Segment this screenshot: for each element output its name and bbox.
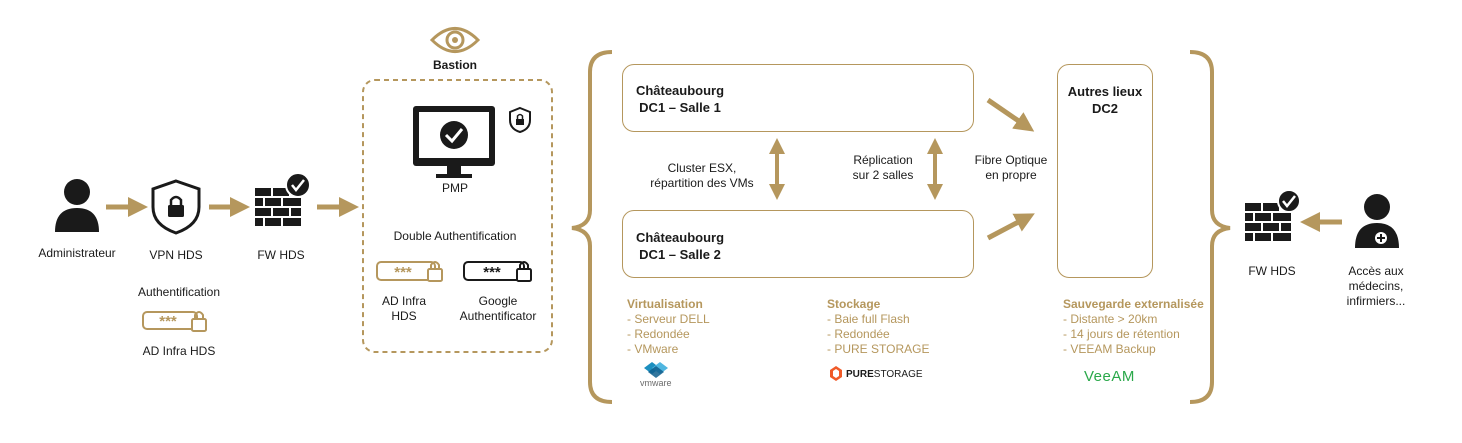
auth-title: Authentification	[137, 285, 221, 299]
double-auth-label: Double Authentification	[393, 229, 517, 243]
google-line2: Authentificator	[459, 309, 537, 323]
list-item: - VEEAM Backup	[1063, 342, 1156, 356]
dc1-salle1-line1: Châteaubourg	[635, 83, 725, 98]
dc1-salle2-title: Châteaubourg DC1 – Salle 2	[626, 229, 734, 263]
password-lock-icon: ***	[463, 261, 532, 282]
fibre-line2: en propre	[985, 168, 1037, 182]
pmp-label: PMP	[441, 181, 468, 195]
monitor-check-icon	[413, 106, 495, 178]
dc2-box	[1057, 64, 1153, 278]
dc2-title: Autres lieux DC2	[1057, 83, 1153, 117]
stockage-list: - Baie full Flash - Redondée - PURE STOR…	[827, 312, 929, 357]
ad-infra-line1: AD Infra	[381, 294, 426, 308]
list-item: - Redondée	[827, 327, 890, 341]
shield-lock-small-icon	[509, 106, 531, 134]
dc2-line2: DC2	[1091, 101, 1118, 116]
replication-line1: Réplication	[853, 153, 913, 167]
list-item: - Distante > 20km	[1063, 312, 1158, 326]
cluster-line2: répartition des VMs	[650, 176, 754, 190]
dc1-salle2-line2: DC1 – Salle 2	[639, 247, 721, 262]
pure-storage-logo: PURESTORAGE	[846, 369, 923, 380]
pure-storage-logo-rest: STORAGE	[873, 369, 923, 380]
veeam-logo: VeeAM	[1084, 368, 1135, 385]
dc1-salle2-line1: Châteaubourg	[635, 230, 725, 245]
svg-text:***: ***	[394, 264, 412, 281]
svg-text:***: ***	[159, 313, 177, 330]
dc1-salle2-box	[622, 210, 974, 278]
replication-line2: sur 2 salles	[852, 168, 914, 182]
firewall-icon	[1245, 189, 1301, 241]
bastion-label: Bastion	[432, 58, 477, 72]
left-brace	[571, 50, 613, 404]
eye-icon	[429, 27, 481, 53]
access-line2: médecins,	[1348, 279, 1404, 293]
vpn-label: VPN HDS	[149, 248, 203, 262]
ad-infra-label: AD Infra HDS	[372, 294, 436, 324]
virtualisation-list: - Serveur DELL - Redondée - VMware	[627, 312, 710, 357]
list-item: - VMware	[627, 342, 679, 356]
cluster-line1: Cluster ESX,	[667, 161, 737, 175]
user-icon	[55, 179, 99, 232]
firewall-icon	[255, 172, 311, 226]
fw-left-label: FW HDS	[257, 248, 305, 262]
svg-text:***: ***	[483, 264, 501, 281]
pure-storage-logo-icon	[830, 366, 842, 381]
admin-label: Administrateur	[38, 246, 116, 260]
list-item: - Baie full Flash	[827, 312, 910, 326]
cluster-label: Cluster ESX, répartition des VMs	[640, 161, 764, 191]
fw-right-label: FW HDS	[1248, 264, 1296, 278]
google-label: Google Authentificator	[448, 294, 548, 324]
access-line3: infirmiers...	[1346, 294, 1406, 308]
pure-storage-logo-bold: PURE	[846, 369, 874, 380]
password-lock-icon: ***	[376, 261, 443, 282]
auth-ad-label: AD Infra HDS	[142, 344, 216, 358]
dc1-salle1-box	[622, 64, 974, 132]
access-label: Accès aux médecins, infirmiers...	[1336, 264, 1416, 309]
right-brace	[1189, 50, 1231, 404]
sauvegarde-title: Sauvegarde externalisée	[1063, 297, 1204, 311]
access-line1: Accès aux	[1348, 264, 1404, 278]
fibre-line1: Fibre Optique	[974, 153, 1048, 167]
google-line1: Google	[478, 294, 518, 308]
virtualisation-title: Virtualisation	[627, 297, 703, 311]
bastion-box	[362, 79, 553, 353]
dc1-salle1-line2: DC1 – Salle 1	[639, 100, 721, 115]
vmware-logo: vmware	[640, 378, 672, 388]
list-item: - 14 jours de rétention	[1063, 327, 1180, 341]
list-item: - Serveur DELL	[627, 312, 710, 326]
replication-label: Réplication sur 2 salles	[838, 153, 928, 183]
password-lock-icon: ***	[142, 311, 207, 332]
dc2-line1: Autres lieux	[1067, 84, 1143, 99]
list-item: - PURE STORAGE	[827, 342, 930, 356]
shield-lock-icon	[151, 179, 201, 235]
fibre-label: Fibre Optique en propre	[964, 153, 1058, 183]
ad-infra-line2: HDS	[391, 309, 417, 323]
arrow-to-dc2-top	[986, 97, 1035, 132]
user-medical-icon	[1355, 194, 1399, 248]
sauvegarde-list: - Distante > 20km - 14 jours de rétentio…	[1063, 312, 1180, 357]
arrow-to-dc2-bottom	[986, 213, 1035, 241]
dc1-salle1-title: Châteaubourg DC1 – Salle 1	[626, 82, 734, 116]
stockage-title: Stockage	[827, 297, 881, 311]
vmware-logo-icon	[644, 362, 668, 378]
list-item: - Redondée	[627, 327, 690, 341]
